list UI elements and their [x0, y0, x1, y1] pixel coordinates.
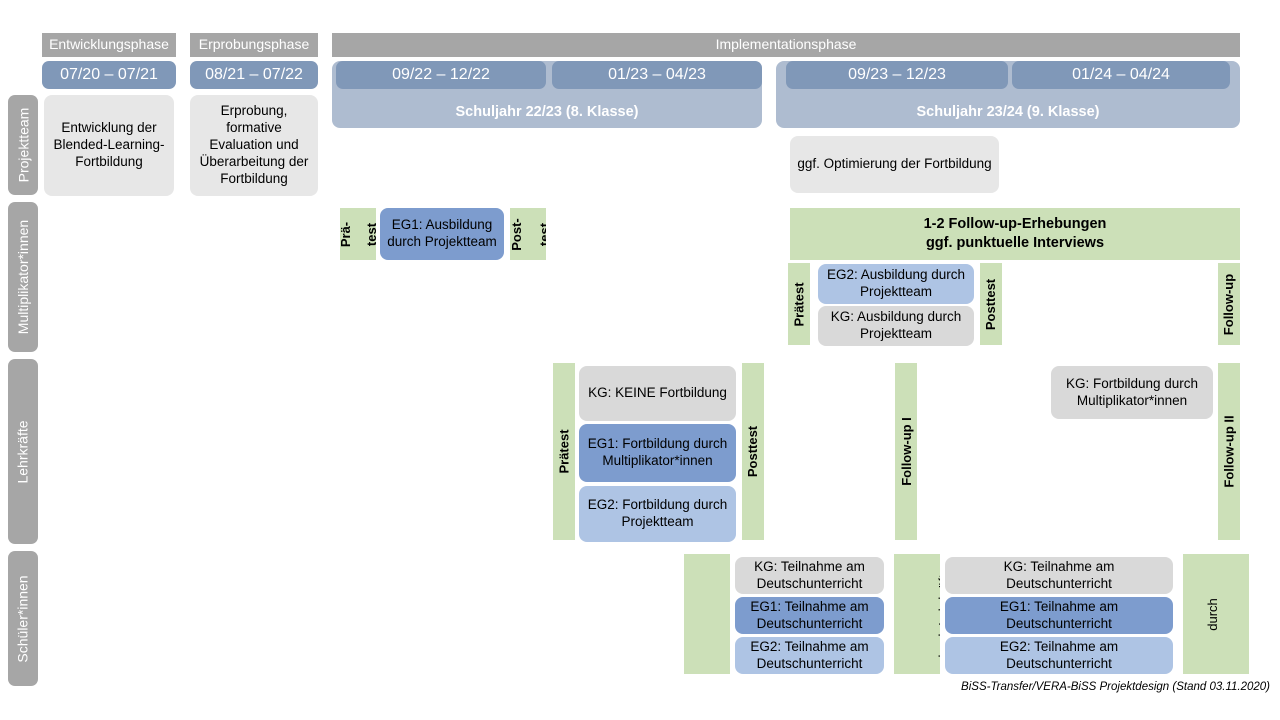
green-posttest-multiplikatoren: Post- test — [510, 208, 546, 260]
green-followup-schueler-sub1: durch — [1204, 597, 1220, 631]
green-praetest-vera-schueler: Prätest (VERA) durch Lehrkräfte — [684, 554, 730, 674]
box-optimierung-fortbildung: ggf. Optimierung der Fortbildung — [790, 136, 999, 193]
green-praetest-lehrkraefte-text: Prätest — [556, 429, 572, 474]
box-entwicklung-fortbildung: Entwicklung der Blended-Learning-Fortbil… — [44, 95, 174, 196]
box-eg1-ausbildung-projektteam: EG1: Ausbildung durch Projektteam — [380, 208, 504, 260]
green-praetest-multiplikatoren: Prä- test — [340, 208, 376, 260]
box-eg1-teilnahme-deutschunterricht-1: EG1: Teilnahme am Deutschunterricht — [735, 597, 884, 634]
row-label-schuelerinnen: Schüler*innen — [8, 551, 38, 686]
footer-source-note: BiSS-Transfer/VERA-BiSS Projektdesign (S… — [961, 681, 1270, 693]
phase-header-implementationsphase: Implementationsphase — [332, 33, 1240, 57]
green-praetest-2-text: Prätest — [791, 281, 807, 327]
green-followup-multiplikatoren: Follow-up — [1218, 263, 1240, 345]
box-eg2-teilnahme-deutschunterricht-1: EG2: Teilnahme am Deutschunterricht — [735, 637, 884, 674]
green-followup-2-lehrkraefte: Follow-up II — [1218, 363, 1240, 540]
box-kg-teilnahme-deutschunterricht-2: KG: Teilnahme am Deutschunterricht — [945, 557, 1173, 594]
green-praetest-line2: test — [363, 222, 376, 246]
box-eg1-teilnahme-deutschunterricht-2: EG1: Teilnahme am Deutschunterricht — [945, 597, 1173, 634]
box-erprobung-evaluation: Erprobung, formative Evaluation und Über… — [190, 95, 318, 196]
phase-header-erprobungsphase: Erprobungsphase — [190, 33, 318, 57]
period-bar-01-24-04-24: 01/24 – 04/24 — [1012, 61, 1230, 89]
green-posttest-2-text: Posttest — [983, 278, 999, 330]
period-bar-09-23-12-23: 09/23 – 12/23 — [786, 61, 1008, 89]
box-eg1-fortbildung-multiplikatoren: EG1: Fortbildung durch Multiplikator*inn… — [579, 424, 736, 482]
green-posttest-lehrkraefte: Posttest — [742, 363, 764, 540]
box-eg2-fortbildung-projektteam: EG2: Fortbildung durch Projektteam — [579, 486, 736, 542]
row-label-projektteam: Projektteam — [8, 95, 38, 195]
box-kg-keine-fortbildung: KG: KEINE Fortbildung — [579, 366, 736, 421]
green-followup-1-text: Follow-up I — [898, 417, 914, 486]
green-followup-text: Follow-up — [1221, 273, 1237, 335]
green-posttest-schueler-sub: durch Lehrkräfte — [935, 566, 940, 662]
green-followup-1-lehrkraefte: Follow-up I — [895, 363, 917, 540]
row-label-lehrkraefte-text: Lehrkräfte — [15, 419, 32, 484]
green-praetest-line1: Prä- — [340, 221, 354, 247]
period-bar-07-20-07-21: 07/20 – 07/21 — [42, 61, 176, 89]
period-bar-09-22-12-22: 09/22 – 12/22 — [336, 61, 546, 89]
phase-header-entwicklungsphase: Entwicklungsphase — [42, 33, 176, 57]
green-praetest-lehrkraefte: Prätest — [553, 363, 575, 540]
box-kg-teilnahme-deutschunterricht-1: KG: Teilnahme am Deutschunterricht — [735, 557, 884, 594]
box-eg2-teilnahme-deutschunterricht-2: EG2: Teilnahme am Deutschunterricht — [945, 637, 1173, 674]
green-followup-2-text: Follow-up II — [1221, 415, 1237, 488]
box-eg2-ausbildung-projektteam: EG2: Ausbildung durch Projektteam — [818, 264, 974, 304]
green-posttest-schueler: Posttest durch Lehrkräfte — [894, 554, 940, 674]
row-label-multiplikatorinnen: Multiplikator*innen — [8, 202, 38, 352]
banner-followup-erhebungen: 1-2 Follow-up-Erhebungen ggf. punktuelle… — [790, 208, 1240, 260]
row-label-projektteam-text: Projektteam — [15, 107, 32, 183]
period-bar-08-21-07-22: 08/21 – 07/22 — [190, 61, 318, 89]
row-label-multiplikatorinnen-text: Multiplikator*innen — [15, 219, 31, 335]
row-label-schuelerinnen-text: Schüler*innen — [15, 574, 32, 663]
period-bar-01-23-04-23: 01/23 – 04/23 — [552, 61, 762, 89]
banner-followup-line1: 1-2 Follow-up-Erhebungen — [923, 216, 1107, 233]
green-posttest-line2: test — [537, 222, 546, 246]
green-followup-schueler: Follow-up durch Projektteam — [1183, 554, 1249, 674]
box-kg-fortbildung-multiplikatoren: KG: Fortbildung durch Multiplikator*inne… — [1051, 366, 1213, 419]
green-praetest-2-multiplikatoren: Prätest — [788, 263, 810, 345]
green-posttest-line1: Post- — [510, 217, 524, 251]
green-posttest-lehrkraefte-text: Posttest — [745, 425, 761, 478]
row-label-lehrkraefte: Lehrkräfte — [8, 359, 38, 544]
green-posttest-2-multiplikatoren: Posttest — [980, 263, 1002, 345]
box-kg-ausbildung-projektteam: KG: Ausbildung durch Projektteam — [818, 306, 974, 346]
banner-followup-line2: ggf. punktuelle Interviews — [925, 235, 1105, 251]
